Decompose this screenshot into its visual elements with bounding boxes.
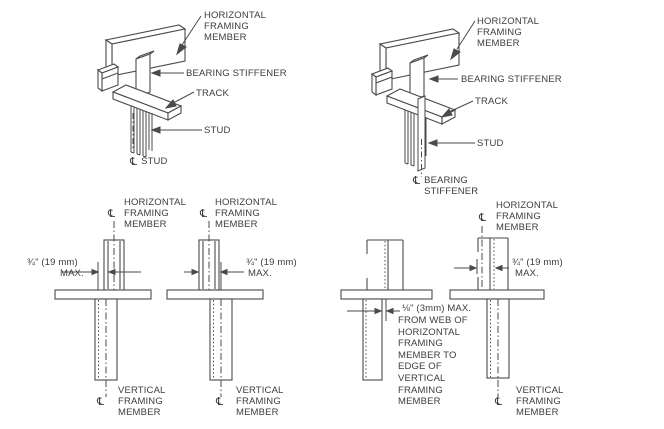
iso-left-track (111, 84, 183, 121)
el2-top-centerline-symbol: ℄ (200, 207, 208, 220)
el3-plate (340, 289, 433, 300)
iso-left-bearing-stiffener (135, 50, 155, 98)
isometric-left-drawing (96, 15, 202, 158)
iso-left-cl-stud-label: ℄ STUD (130, 155, 168, 168)
el1-bottom-centerline-symbol: ℄ (97, 395, 105, 408)
centerline-symbol: ℄ (130, 155, 138, 168)
el1-top-centerline-symbol: ℄ (108, 207, 116, 220)
el1-dimension (62, 268, 141, 276)
iso-right-leaders (427, 20, 476, 147)
el2-dim-max: MAX. (248, 268, 272, 279)
el1-dim-value: ¾" (19 mm) (27, 257, 78, 268)
el2-bottom-centerline-symbol: ℄ (216, 395, 224, 408)
el3-note-line1: ⅛" (3mm) MAX. (402, 303, 472, 314)
el1-top-label: HORIZONTAL FRAMING MEMBER (124, 197, 187, 230)
centerline-symbol: ℄ (413, 174, 421, 187)
iso-left-hfm-label: HORIZONTAL FRAMING MEMBER (204, 10, 267, 43)
iso-right-cl-bearing-stiffener-label: ℄ BEARING STIFFENER (413, 174, 479, 197)
el1-bottom-label: VERTICAL FRAMING MEMBER (118, 385, 166, 418)
el2-plate (166, 289, 264, 300)
el4-dimension (454, 264, 509, 272)
iso-right-track-end-cap (370, 67, 394, 97)
el3-note-rest: FROM WEB OF HORIZONTAL FRAMING MEMBER TO… (398, 315, 468, 408)
elevation-1 (54, 221, 152, 397)
el2-bottom-label: VERTICAL FRAMING MEMBER (236, 385, 284, 418)
el2-dimension (184, 268, 244, 276)
iso-left-track-label: TRACK (196, 88, 229, 99)
el2-top-label: HORIZONTAL FRAMING MEMBER (215, 197, 278, 230)
el4-dim-max: MAX. (515, 268, 539, 279)
el4-plate (449, 289, 545, 300)
iso-left-track-end-cap (96, 63, 120, 93)
iso-right-stud (404, 110, 427, 167)
el4-top-label: HORIZONTAL FRAMING MEMBER (496, 200, 559, 233)
iso-left-leaders (150, 15, 202, 134)
iso-left-stud-label: STUD (204, 125, 231, 136)
el3-vertical-member (362, 298, 383, 381)
el4-top-centerline-symbol: ℄ (479, 211, 487, 224)
iso-right-track-label: TRACK (475, 96, 508, 107)
el1-plate (54, 289, 152, 300)
iso-left-bearing-stiffener-label: BEARING STIFFENER (186, 68, 287, 79)
el4-bottom-centerline-symbol: ℄ (495, 395, 503, 408)
el4-bottom-label: VERTICAL FRAMING MEMBER (516, 385, 564, 418)
isometric-right-drawing (370, 20, 476, 177)
el2-dim-value: ¾" (19 mm) (246, 257, 297, 268)
iso-right-bearing-stiffener-label: BEARING STIFFENER (461, 74, 562, 85)
el1-dim-max: MAX. (60, 268, 84, 279)
iso-right-bearing-stiffener-leg (417, 95, 426, 177)
iso-right-stud-label: STUD (477, 138, 504, 149)
iso-right-bearing-stiffener-top (409, 54, 429, 102)
iso-left-stud (130, 106, 153, 158)
elevation-2 (166, 221, 264, 397)
elevation-3 (340, 239, 433, 381)
iso-right-hfm-label: HORIZONTAL FRAMING MEMBER (477, 16, 540, 49)
elevation-4 (449, 226, 545, 397)
el4-dim-value: ¾" (19 mm) (512, 257, 563, 268)
el3-dimension (347, 307, 400, 315)
